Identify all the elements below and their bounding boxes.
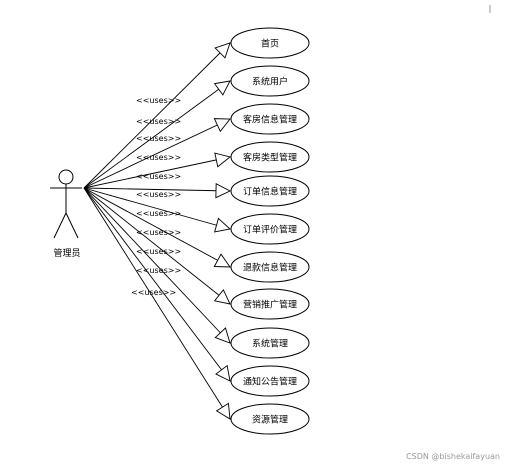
use-case-ellipse-6: [230, 213, 310, 245]
actor-figure: [50, 169, 82, 239]
uses-arrowhead-4: [214, 152, 231, 168]
use-case-ellipse-2: [230, 65, 310, 97]
uses-label-6: <<uses>>: [136, 190, 181, 199]
actor-label: 管理员: [53, 247, 80, 259]
uses-label-8: <<uses>>: [136, 228, 181, 237]
uses-label-2: <<uses>>: [136, 117, 181, 126]
uses-label-10: <<uses>>: [136, 266, 181, 275]
use-case-ellipse-3: [230, 103, 310, 135]
uses-line-2: [83, 80, 231, 189]
use-case-ellipse-1: [230, 27, 310, 59]
uses-label-4: <<uses>>: [136, 153, 181, 162]
use-case-label-10: 通知公告管理: [243, 376, 297, 388]
use-case-label-7: 退款信息管理: [243, 262, 297, 274]
use-case-label-2: 系统用户: [252, 76, 288, 88]
uses-line-8: [83, 187, 231, 305]
use-case-ellipse-11: [230, 403, 310, 435]
use-case-ellipse-9: [230, 327, 310, 359]
uses-label-1: <<uses>>: [136, 96, 181, 105]
use-case-label-8: 营销推广管理: [243, 299, 297, 311]
uses-line-3: [83, 118, 231, 189]
actor-left-leg: [53, 212, 67, 239]
use-case-ellipse-8: [230, 288, 310, 320]
uses-arrowhead-3: [213, 118, 231, 133]
uses-arrowhead-5: [215, 182, 232, 199]
uses-line-11: [83, 187, 231, 420]
uses-arrowhead-7: [213, 253, 231, 268]
uses-line-9: [83, 187, 231, 344]
use-case-ellipse-4: [230, 141, 310, 173]
use-case-label-5: 订单信息管理: [243, 186, 297, 198]
uses-arrowhead-2: [213, 80, 231, 96]
uses-connectors: [83, 42, 232, 420]
use-case-ellipse-10: [230, 365, 310, 397]
use-case-ellipse-7: [230, 251, 310, 283]
uses-line-1: [83, 42, 231, 189]
use-case-label-4: 客房类型管理: [243, 152, 297, 164]
use-case-label-3: 客房信息管理: [243, 114, 297, 126]
uses-arrowhead-1: [214, 42, 231, 59]
watermark: CSDN @bishekaifayuan: [406, 452, 500, 461]
uses-label-9: <<uses>>: [136, 247, 181, 256]
uses-arrowhead-6: [213, 217, 231, 233]
use-case-ellipse-5: [230, 175, 310, 207]
uses-label-7: <<uses>>: [136, 209, 181, 218]
use-case-label-1: 首页: [261, 38, 279, 50]
uses-arrowhead-9: [214, 327, 231, 344]
uses-line-4: [83, 156, 231, 189]
uses-label-group: <<uses>> <<uses>> <<uses>> <<uses>> <<uses>>…: [131, 96, 181, 297]
uses-arrowhead-8: [213, 288, 231, 305]
uses-label-3: <<uses>>: [136, 134, 181, 143]
uses-label-11: <<uses>>: [131, 288, 176, 297]
use-case-label-9: 系统管理: [252, 338, 288, 350]
actor-head: [58, 169, 74, 185]
uses-arrowhead-10: [215, 364, 231, 382]
use-case-label-11: 资源管理: [252, 414, 288, 426]
actor-right-leg: [65, 212, 79, 239]
uses-line-10: [83, 187, 231, 382]
uses-label-5: <<uses>>: [136, 172, 181, 181]
uses-line-7: [83, 187, 231, 268]
uses-line-5: [83, 187, 231, 192]
uses-arrowhead-11: [215, 402, 231, 420]
use-case-group: 首页系统用户客房信息管理客房类型管理订单信息管理订单评价管理退款信息管理营销推广…: [230, 27, 310, 435]
uses-line-6: [83, 187, 231, 230]
use-case-label-6: 订单评价管理: [243, 224, 297, 236]
